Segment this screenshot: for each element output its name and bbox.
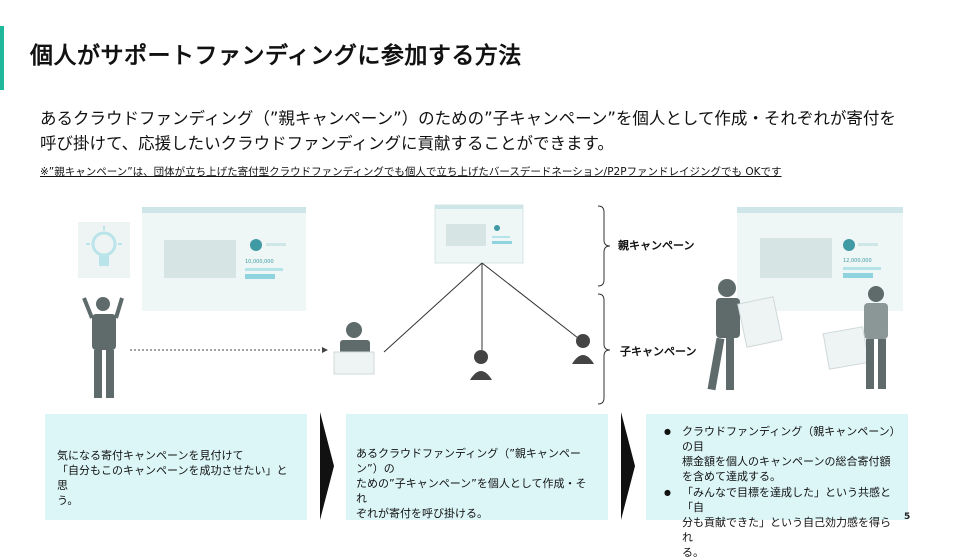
amount-left: 10,000,000 (245, 259, 274, 265)
child-campaign-label: 子キャンペーン (620, 343, 696, 359)
step-box-1: 気になる寄付キャンペーンを見付けて 「自分もこのキャンペーンを成功させたい」と思… (45, 414, 307, 520)
step1-line-2: 「自分もこのキャンペーンを成功させたい」と思 (57, 463, 295, 493)
bullet2-line-3: る。 (682, 545, 896, 560)
step1-line-1: 気になる寄付キャンペーンを見付けて (57, 448, 295, 463)
step-arrow-1 (318, 412, 336, 520)
step-arrow-2 (619, 412, 637, 520)
parent-brace (598, 206, 610, 286)
campaign-page-center (435, 205, 523, 263)
bullet1-line-1: クラウドファンディング（親キャンペーン）の目 (682, 424, 896, 454)
step-box-3: クラウドファンディング（親キャンペーン）の目 標金額を個人のキャンペーンの総合寄… (646, 414, 908, 520)
step1-line-3: う。 (57, 493, 295, 508)
person-at-laptop (334, 322, 374, 374)
tree-line-right (482, 263, 578, 338)
step2-line-3: ぞれが寄付を呼び掛ける。 (356, 506, 596, 521)
page-number: 5 (904, 512, 910, 522)
person-cheering (84, 297, 122, 398)
campaign-page-left: 10,000,000 (142, 207, 306, 311)
person-icon-center (470, 350, 492, 380)
result-bullet-1: クラウドファンディング（親キャンペーン）の目 標金額を個人のキャンペーンの総合寄… (656, 424, 896, 484)
step-box-2: あるクラウドファンディング（”親キャンペーン”）の ための”子キャンペーン”を個… (346, 414, 608, 520)
tree-line-left (384, 263, 482, 352)
bullet2-line-2: 分も貢献できた」という自己効力感を得られ (682, 515, 896, 545)
person-icon-right (572, 334, 594, 364)
bullet1-line-3: を含めて達成する。 (682, 469, 896, 484)
lightbulb-icon (78, 222, 130, 278)
step2-line-1: あるクラウドファンディング（”親キャンペーン”）の (356, 446, 596, 476)
child-brace (598, 294, 610, 404)
amount-right: 12,000,000 (843, 258, 872, 264)
bullet1-line-2: 標金額を個人のキャンペーンの総合寄付額 (682, 454, 896, 469)
slide: 個人がサポートファンディングに参加する方法 あるクラウドファンディング（”親キャ… (0, 0, 960, 540)
step2-line-2: ための”子キャンペーン”を個人として作成・それ (356, 476, 596, 506)
dotted-arrowhead (322, 347, 328, 353)
result-bullet-2: 「みんなで目標を達成した」という共感と「自 分も貢献できた」という自己効力感を得… (656, 485, 896, 560)
bullet2-line-1: 「みんなで目標を達成した」という共感と「自 (682, 485, 896, 515)
parent-campaign-label: 親キャンペーン (618, 237, 694, 253)
